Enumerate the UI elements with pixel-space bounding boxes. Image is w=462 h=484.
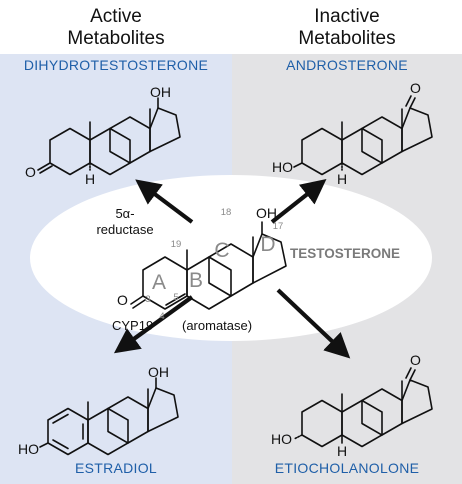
structure-estradiol: OH HO [18, 364, 179, 457]
dht-h-label: H [85, 171, 95, 187]
center-ellipse [30, 175, 432, 341]
carbon-18: 18 [221, 207, 232, 218]
arrow-to-dht [135, 179, 194, 224]
structure-dihydrotestosterone: OH O H [25, 84, 181, 187]
etio-o-label: O [410, 352, 421, 368]
label-estradiol: ESTRADIOL [75, 460, 157, 476]
carbon-19: 19 [171, 239, 182, 250]
testo-oh-label: OH [256, 205, 277, 221]
active-header-line1: Active [90, 6, 142, 27]
andro-ho-label: HO [272, 159, 293, 175]
ring-c-label: C [214, 239, 229, 262]
arrow-to-androsterone [270, 178, 327, 224]
ring-d-label: D [260, 233, 275, 256]
carbon-17: 17 [273, 221, 284, 232]
enzyme-reductase-line1: 5α- [115, 206, 134, 221]
etio-h-label: H [337, 443, 347, 459]
dht-oh-label: OH [150, 84, 171, 100]
andro-o-label: O [410, 80, 421, 96]
arrow-to-etiocholanolone [276, 288, 351, 359]
estradiol-ho-label: HO [18, 441, 39, 457]
testosterone-title: TESTOSTERONE [290, 246, 400, 261]
active-header-line2: Metabolites [67, 28, 164, 49]
etio-ho-label: HO [271, 431, 292, 447]
enzyme-aromatase-name: (aromatase) [182, 318, 252, 333]
label-dihydrotestosterone: DIHYDROTESTOSTERONE [24, 57, 208, 73]
structure-etiocholanolone: O HO H [271, 352, 433, 459]
dht-o-label: O [25, 164, 36, 180]
enzyme-reductase-line2: reductase [96, 222, 153, 237]
label-etiocholanolone: ETIOCHOLANOLONE [275, 460, 420, 476]
carbon-4: 4 [159, 311, 164, 322]
label-androsterone: ANDROSTERONE [286, 57, 408, 73]
inactive-header-line2: Metabolites [298, 28, 395, 49]
andro-h-label: H [337, 171, 347, 187]
carbon-5: 5 [173, 292, 178, 303]
inactive-header-line1: Inactive [314, 6, 379, 27]
estradiol-oh-label: OH [148, 364, 169, 380]
ring-a-label: A [152, 271, 166, 294]
enzyme-aromatase-code: CYP19 [112, 318, 153, 333]
structure-androsterone: O HO H [272, 80, 433, 187]
carbon-3: 3 [145, 294, 150, 305]
ring-b-label: B [189, 269, 203, 292]
arrow-to-estradiol [113, 295, 194, 354]
structure-testosterone [130, 221, 287, 310]
testo-o-label: O [117, 292, 128, 308]
